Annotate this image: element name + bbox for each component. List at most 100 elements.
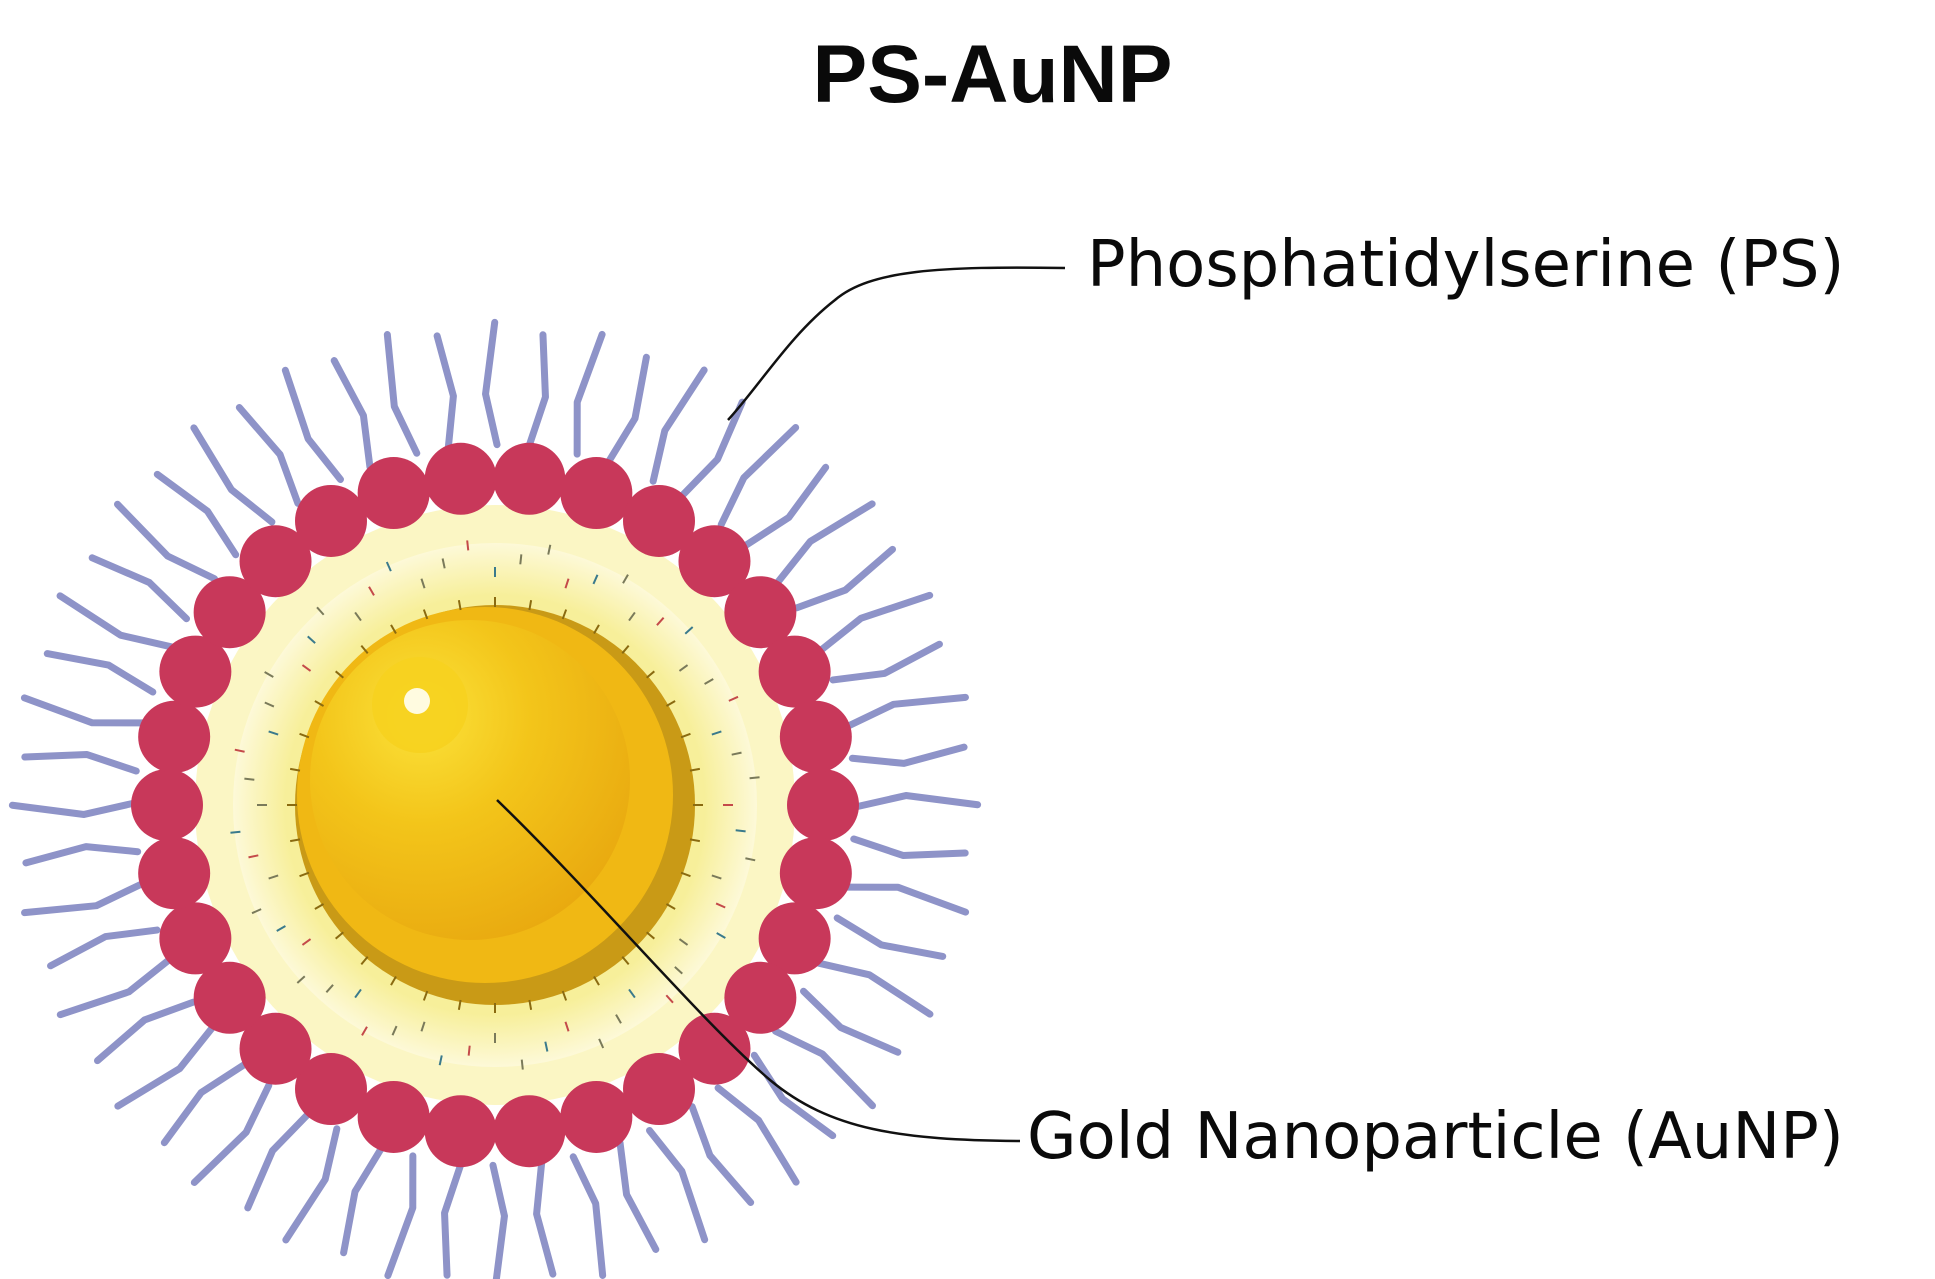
- ps-head: [724, 576, 797, 649]
- linker-mark: [230, 830, 241, 834]
- ps-tail: [677, 398, 746, 501]
- diagram-title: PS-AuNP: [812, 29, 1173, 120]
- ps-tail: [829, 640, 943, 684]
- linker-mark: [307, 635, 316, 644]
- linker-mark: [678, 938, 689, 946]
- linker-mark: [716, 932, 726, 939]
- gold-core-face: [310, 620, 630, 940]
- ps-head: [159, 635, 232, 708]
- ps-tail: [750, 1051, 837, 1140]
- linker-mark: [368, 586, 375, 596]
- ps-tail: [47, 926, 161, 970]
- ps-head: [678, 525, 751, 598]
- ps-tail: [482, 318, 501, 449]
- ps-head: [493, 442, 566, 515]
- ps-tail: [843, 693, 969, 731]
- ps-tail: [384, 1152, 417, 1279]
- linker-mark: [316, 606, 325, 616]
- ps-tail: [88, 554, 191, 623]
- ps-head: [159, 902, 232, 975]
- ps-tail: [22, 843, 142, 867]
- ps-head: [138, 837, 211, 910]
- ps-tail: [93, 998, 197, 1065]
- ps-head: [560, 457, 633, 530]
- core-surface-tick: [390, 624, 397, 635]
- linker-mark: [674, 966, 683, 975]
- core-surface-tick: [646, 931, 655, 940]
- linker-mark: [678, 664, 689, 672]
- linker-mark: [711, 874, 722, 880]
- linker-mark: [385, 561, 392, 572]
- leader-lines: [496, 266, 1066, 1143]
- core-surface-tick: [593, 975, 600, 986]
- core-surface-tick: [528, 599, 533, 611]
- core-surface-tick: [360, 956, 369, 965]
- ps-tail: [8, 799, 139, 818]
- linker-mark: [268, 730, 279, 736]
- ps-head: [295, 484, 367, 557]
- core-surface-tick: [314, 700, 325, 707]
- ps-head: [758, 902, 831, 975]
- linker-mark: [656, 617, 665, 626]
- ps-tail: [20, 694, 148, 727]
- core-surface-tick: [689, 767, 701, 772]
- ps-tail: [190, 1081, 273, 1186]
- ps-tail: [688, 1103, 755, 1207]
- linker-mark: [711, 730, 722, 736]
- core-surface-tick: [390, 975, 397, 986]
- ps-tail: [56, 956, 173, 1019]
- ps-head: [424, 442, 497, 515]
- linker-mark: [420, 1021, 426, 1032]
- ps-tail: [771, 1027, 876, 1110]
- linker-mark: [325, 984, 334, 993]
- ps-tail: [114, 1024, 216, 1110]
- aunp-leader-line: [496, 799, 1021, 1143]
- core-surface-tick: [621, 956, 630, 965]
- linker-mark: [592, 574, 599, 585]
- ps-tail: [649, 366, 708, 485]
- gold-core-sparkle: [404, 688, 430, 714]
- ps-head: [787, 769, 859, 841]
- linker-mark: [354, 988, 362, 999]
- ps-tail: [153, 470, 240, 559]
- linker-mark: [391, 1025, 398, 1036]
- linker-mark: [704, 678, 714, 685]
- linker-mark: [735, 829, 746, 833]
- core-surface-tick: [360, 645, 369, 654]
- linker-mark: [296, 975, 306, 984]
- ps-tail: [441, 1160, 465, 1279]
- core-surface-tick: [457, 999, 462, 1011]
- core-surface-tick: [289, 838, 301, 843]
- ps-head: [357, 457, 430, 530]
- linker-mark: [544, 1041, 549, 1052]
- core-surface-tick: [528, 999, 533, 1011]
- label-phosphatidylserine: Phosphatidylserine (PS): [1087, 228, 1845, 302]
- ps-head: [779, 837, 852, 910]
- core-surface-tick: [665, 700, 676, 707]
- core-surface-tick: [561, 609, 568, 620]
- ps-tail: [282, 1125, 341, 1244]
- ps-head: [678, 1012, 751, 1085]
- linker-mark: [438, 1055, 443, 1066]
- linker-mark: [301, 664, 312, 672]
- ps-tail: [604, 353, 650, 467]
- ps-tail: [533, 1158, 557, 1278]
- ps-tail: [569, 1153, 607, 1279]
- ps-tail: [340, 1143, 386, 1257]
- ps-head: [493, 1095, 566, 1168]
- core-surface-tick: [561, 990, 568, 1001]
- linker-mark: [564, 578, 570, 589]
- core-surface-tick: [621, 645, 630, 654]
- ps-tail: [190, 424, 276, 526]
- ps-tail: [774, 500, 876, 586]
- linker-mark: [564, 1021, 570, 1032]
- ps-leader-line: [727, 266, 1066, 421]
- ps-head: [623, 1053, 695, 1126]
- core-surface-tick: [665, 903, 676, 910]
- ps-tail: [717, 424, 800, 529]
- core-surface-tick: [289, 767, 301, 772]
- linker-mark: [420, 578, 426, 589]
- ps-head: [779, 700, 852, 773]
- linker-mark: [244, 777, 255, 781]
- linker-mark: [615, 1014, 622, 1024]
